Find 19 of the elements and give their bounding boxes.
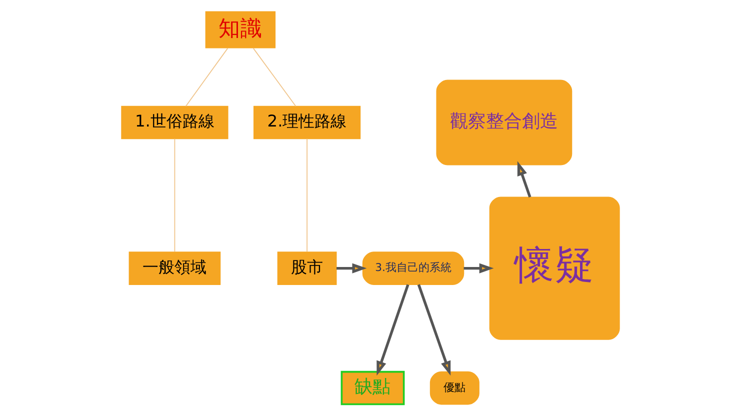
connector <box>174 138 175 252</box>
arrow <box>416 284 450 376</box>
node-box: 懷疑 <box>488 196 620 340</box>
node-box: 優點 <box>429 371 479 405</box>
node-box: 一般領域 <box>128 252 220 285</box>
node-box: 股市 <box>276 252 336 285</box>
node-box: 2.理性路線 <box>252 106 360 140</box>
node-box: 缺點 <box>340 370 404 406</box>
arrow <box>336 263 366 274</box>
node-box: 1.世俗路線 <box>120 106 228 140</box>
node-box: 知識 <box>204 11 276 48</box>
arrow <box>463 263 494 274</box>
connector <box>306 138 307 252</box>
arrow <box>516 161 531 198</box>
connector <box>184 48 228 107</box>
connector <box>252 48 296 107</box>
node-box: 觀察整合創造 <box>436 80 572 166</box>
arrow <box>376 284 409 376</box>
node-box: 3.我自己的系統 <box>362 252 464 285</box>
